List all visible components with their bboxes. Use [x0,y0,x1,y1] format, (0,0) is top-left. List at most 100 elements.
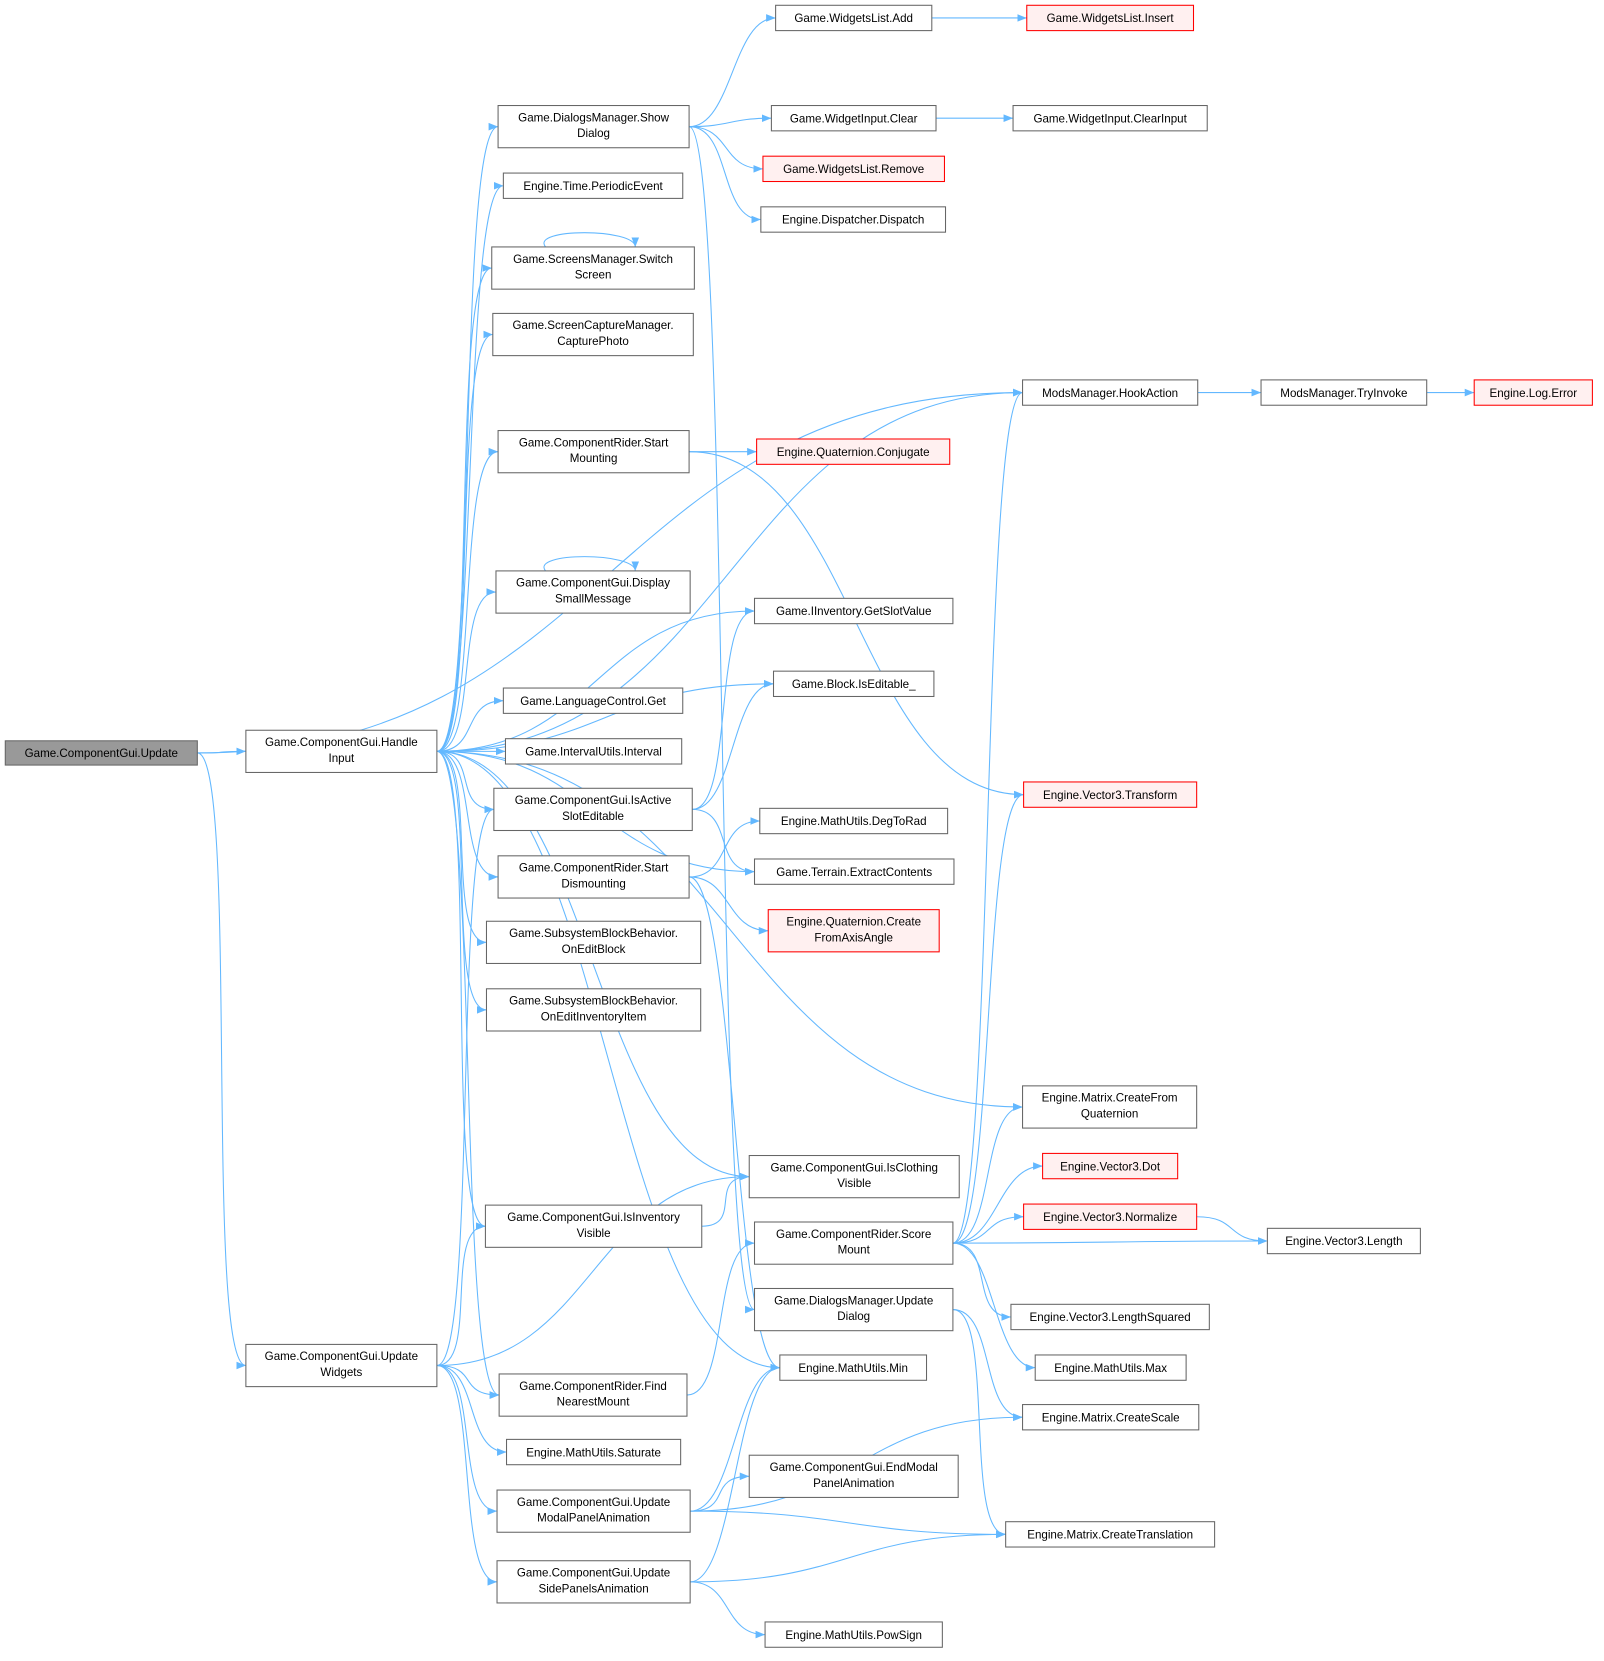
node-label: Dialog [577,127,610,140]
node-label: Game.ComponentRider.Start [519,862,669,875]
node-box [779,1354,928,1381]
node-box [1260,379,1428,406]
node-engine-mathutils-max[interactable]: Engine.MathUtils.Max [1034,1354,1187,1381]
edge-game-componentrider-score-mount-to-modsmanager-hookaction [952,388,1023,1244]
node-game-intervalutils-interval[interactable]: Game.IntervalUtils.Interval [504,738,683,765]
node-engine-dispatcher-dispatch[interactable]: Engine.Dispatcher.Dispatch [760,206,947,233]
node-box [1022,379,1199,406]
node-engine-vector3-dot[interactable]: Engine.Vector3.Dot [1042,1152,1179,1180]
node-label: Engine.Time.PeriodicEvent [523,180,663,193]
edge-game-componentgui-isinventory-visible-to-game-componentgui-isclothing-visible [701,1172,750,1227]
node-label: Game.ComponentGui.Update [25,747,178,760]
node-engine-vector3-transform[interactable]: Engine.Vector3.Transform [1023,781,1198,808]
node-game-widgetslist-remove[interactable]: Game.WidgetsList.Remove [762,155,945,183]
node-label: OnEditBlock [562,943,626,956]
node-game-widgetslist-add[interactable]: Game.WidgetsList.Add [775,4,933,32]
node-game-widgetslist-insert[interactable]: Game.WidgetsList.Insert [1026,4,1195,32]
node-label: NearestMount [557,1396,631,1409]
node-box [493,787,693,832]
node-box [485,988,702,1032]
node-engine-vector3-length[interactable]: Engine.Vector3.Length [1266,1227,1421,1255]
node-label: Dialog [837,1310,870,1323]
node-box [504,738,683,765]
node-label: Engine.Vector3.Length [1285,1235,1402,1248]
edge-game-componentgui-update-to-game-componentgui-update-widgets [197,752,247,1370]
edge-game-componentrider-score-mount-to-engine-vector3-transform [952,790,1024,1244]
node-label: Game.ComponentGui.Update [265,1350,418,1363]
node-label: Game.WidgetInput.ClearInput [1033,112,1187,125]
node-engine-mathutils-saturate[interactable]: Engine.MathUtils.Saturate [505,1438,682,1466]
node-engine-quaternion-conjugate[interactable]: Engine.Quaternion.Conjugate [756,438,951,465]
edge-game-componentgui-handle-input-to-game-screensmanager-switch-screen [436,264,492,752]
node-engine-vector3-lengthsquared[interactable]: Engine.Vector3.LengthSquared [1010,1303,1210,1331]
node-game-widgetinput-clearinput[interactable]: Game.WidgetInput.ClearInput [1012,105,1208,132]
node-game-block-iseditable[interactable]: Game.Block.IsEditable_ [772,670,935,698]
edge-game-dialogsmanager-update-dialog-to-engine-matrix-createtranslation [952,1309,1006,1539]
node-modsmanager-tryinvoke[interactable]: ModsManager.TryInvoke [1260,379,1428,406]
node-label: Engine.MathUtils.PowSign [785,1629,922,1642]
node-engine-time-periodicevent[interactable]: Engine.Time.PeriodicEvent [502,172,684,199]
node-label: Engine.Quaternion.Create [786,915,921,928]
node-game-componentgui-update-modalpanelanimation[interactable]: Game.ComponentGui.UpdateModalPanelAnimat… [496,1489,691,1533]
node-label: Input [328,752,355,765]
node-game-languagecontrol-get[interactable]: Game.LanguageControl.Get [502,687,684,714]
node-game-subsystemblockbehavior-oneditblock[interactable]: Game.SubsystemBlockBehavior.OnEditBlock [485,920,702,964]
edge-game-componentgui-update-modalpanelanimation-to-engine-matrix-createtranslation [690,1510,1006,1539]
node-modsmanager-hookaction[interactable]: ModsManager.HookAction [1022,379,1199,406]
node-box [497,105,690,149]
node-engine-mathutils-powsign[interactable]: Engine.MathUtils.PowSign [764,1621,943,1648]
node-box [1023,781,1198,808]
node-label: Game.WidgetsList.Remove [783,163,924,176]
edge-game-componentgui-handle-input-to-game-iinventory-getslotvalue [436,607,755,752]
node-label: Game.WidgetsList.Add [794,12,913,25]
node-engine-vector3-normalize[interactable]: Engine.Vector3.Normalize [1023,1203,1198,1230]
node-engine-matrix-createscale[interactable]: Engine.Matrix.CreateScale [1022,1404,1200,1431]
node-box [245,729,438,773]
node-engine-mathutils-degtorad[interactable]: Engine.MathUtils.DegToRad [759,807,949,835]
node-label: Engine.Matrix.CreateScale [1042,1411,1180,1424]
edge-game-componentgui-isactive-sloteditable-to-game-terrain-extractcontents [692,808,755,876]
node-engine-mathutils-min[interactable]: Engine.MathUtils.Min [779,1354,928,1381]
node-game-iinventory-getslotvalue[interactable]: Game.IInventory.GetSlotValue [753,597,954,625]
edge-game-dialogsmanager-show-dialog-to-game-dialogsmanager-update-dialog [688,126,755,1314]
node-label: Dismounting [561,877,625,890]
edge-game-componentgui-handle-input-to-game-subsystemblockbehavior-oneditblock [436,750,487,947]
node-game-widgetinput-clear[interactable]: Game.WidgetInput.Clear [770,105,937,132]
edge-game-componentgui-update-widgets-to-game-componentgui-isactive-sloteditable [436,805,494,1367]
node-engine-matrix-createtranslation[interactable]: Engine.Matrix.CreateTranslation [1005,1521,1216,1548]
edge-game-dialogsmanager-show-dialog-to-game-widgetslist-add [689,14,776,128]
node-label: Game.ComponentGui.EndModal [770,1461,938,1474]
node-game-subsystemblockbehavior-oneditinventoryitem[interactable]: Game.SubsystemBlockBehavior.OnEditInvent… [485,988,702,1032]
edge-engine-vector3-normalize-to-engine-vector3-length [1196,1216,1268,1245]
node-box [497,430,690,474]
node-game-componentgui-update-sidepanelsanimation[interactable]: Game.ComponentGui.UpdateSidePanelsAnimat… [496,1560,691,1604]
edge-game-screensmanager-switch-screen-to-game-screensmanager-switch-screen [543,232,640,248]
node-label: Engine.Matrix.CreateFrom [1042,1092,1178,1105]
node-game-screencapturemanager-capturephoto[interactable]: Game.ScreenCaptureManager.CapturePhoto [492,312,694,357]
node-game-componentgui-update[interactable]: Game.ComponentGui.Update [4,740,198,766]
node-box [1266,1227,1421,1255]
node-label: SidePanelsAnimation [538,1582,648,1595]
node-engine-log-error[interactable]: Engine.Log.Error [1473,379,1593,406]
node-label: Game.WidgetInput.Clear [790,112,918,125]
node-box [1023,1203,1198,1230]
node-box [764,1621,943,1648]
node-label: Engine.Quaternion.Conjugate [777,446,930,459]
node-game-terrain-extractcontents[interactable]: Game.Terrain.ExtractContents [753,858,955,885]
